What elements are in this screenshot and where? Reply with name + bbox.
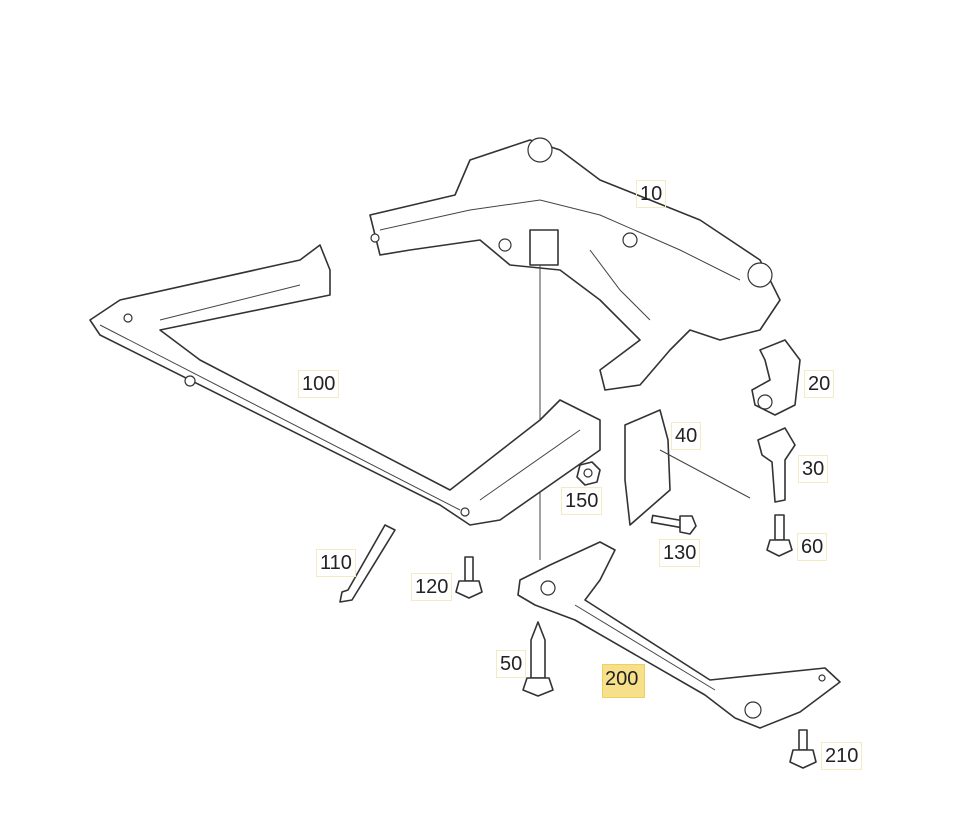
shield-part-40[interactable] xyxy=(624,409,751,526)
part-label-30[interactable]: 30 xyxy=(798,455,829,483)
part-label-120[interactable]: 120 xyxy=(411,573,453,601)
bolt-part-50[interactable] xyxy=(522,621,554,697)
part-label-50[interactable]: 50 xyxy=(496,650,527,678)
bolt-part-130[interactable] xyxy=(650,514,697,535)
bracket-part-20[interactable] xyxy=(751,339,801,416)
brace-part-200[interactable] xyxy=(517,541,841,729)
bolt-part-60[interactable] xyxy=(766,514,793,557)
part-label-40[interactable]: 40 xyxy=(671,422,702,450)
bracket-part-30[interactable] xyxy=(757,427,796,503)
part-label-60[interactable]: 60 xyxy=(797,533,828,561)
part-label-20[interactable]: 20 xyxy=(804,370,835,398)
part-label-210[interactable]: 210 xyxy=(821,742,863,770)
strap-part-110[interactable] xyxy=(339,524,396,603)
part-label-100[interactable]: 100 xyxy=(298,370,340,398)
part-label-200-highlighted[interactable]: 200 xyxy=(602,664,646,698)
part-label-130[interactable]: 130 xyxy=(659,539,701,567)
part-label-10[interactable]: 10 xyxy=(636,180,667,208)
bolt-part-120[interactable] xyxy=(455,556,483,599)
part-label-150[interactable]: 150 xyxy=(561,487,603,515)
bolt-part-210[interactable] xyxy=(789,729,817,769)
subframe-part-10[interactable] xyxy=(369,137,781,391)
part-label-110[interactable]: 110 xyxy=(316,549,356,577)
nut-part-150[interactable] xyxy=(576,461,601,486)
crossmember-part-100[interactable] xyxy=(89,244,601,526)
